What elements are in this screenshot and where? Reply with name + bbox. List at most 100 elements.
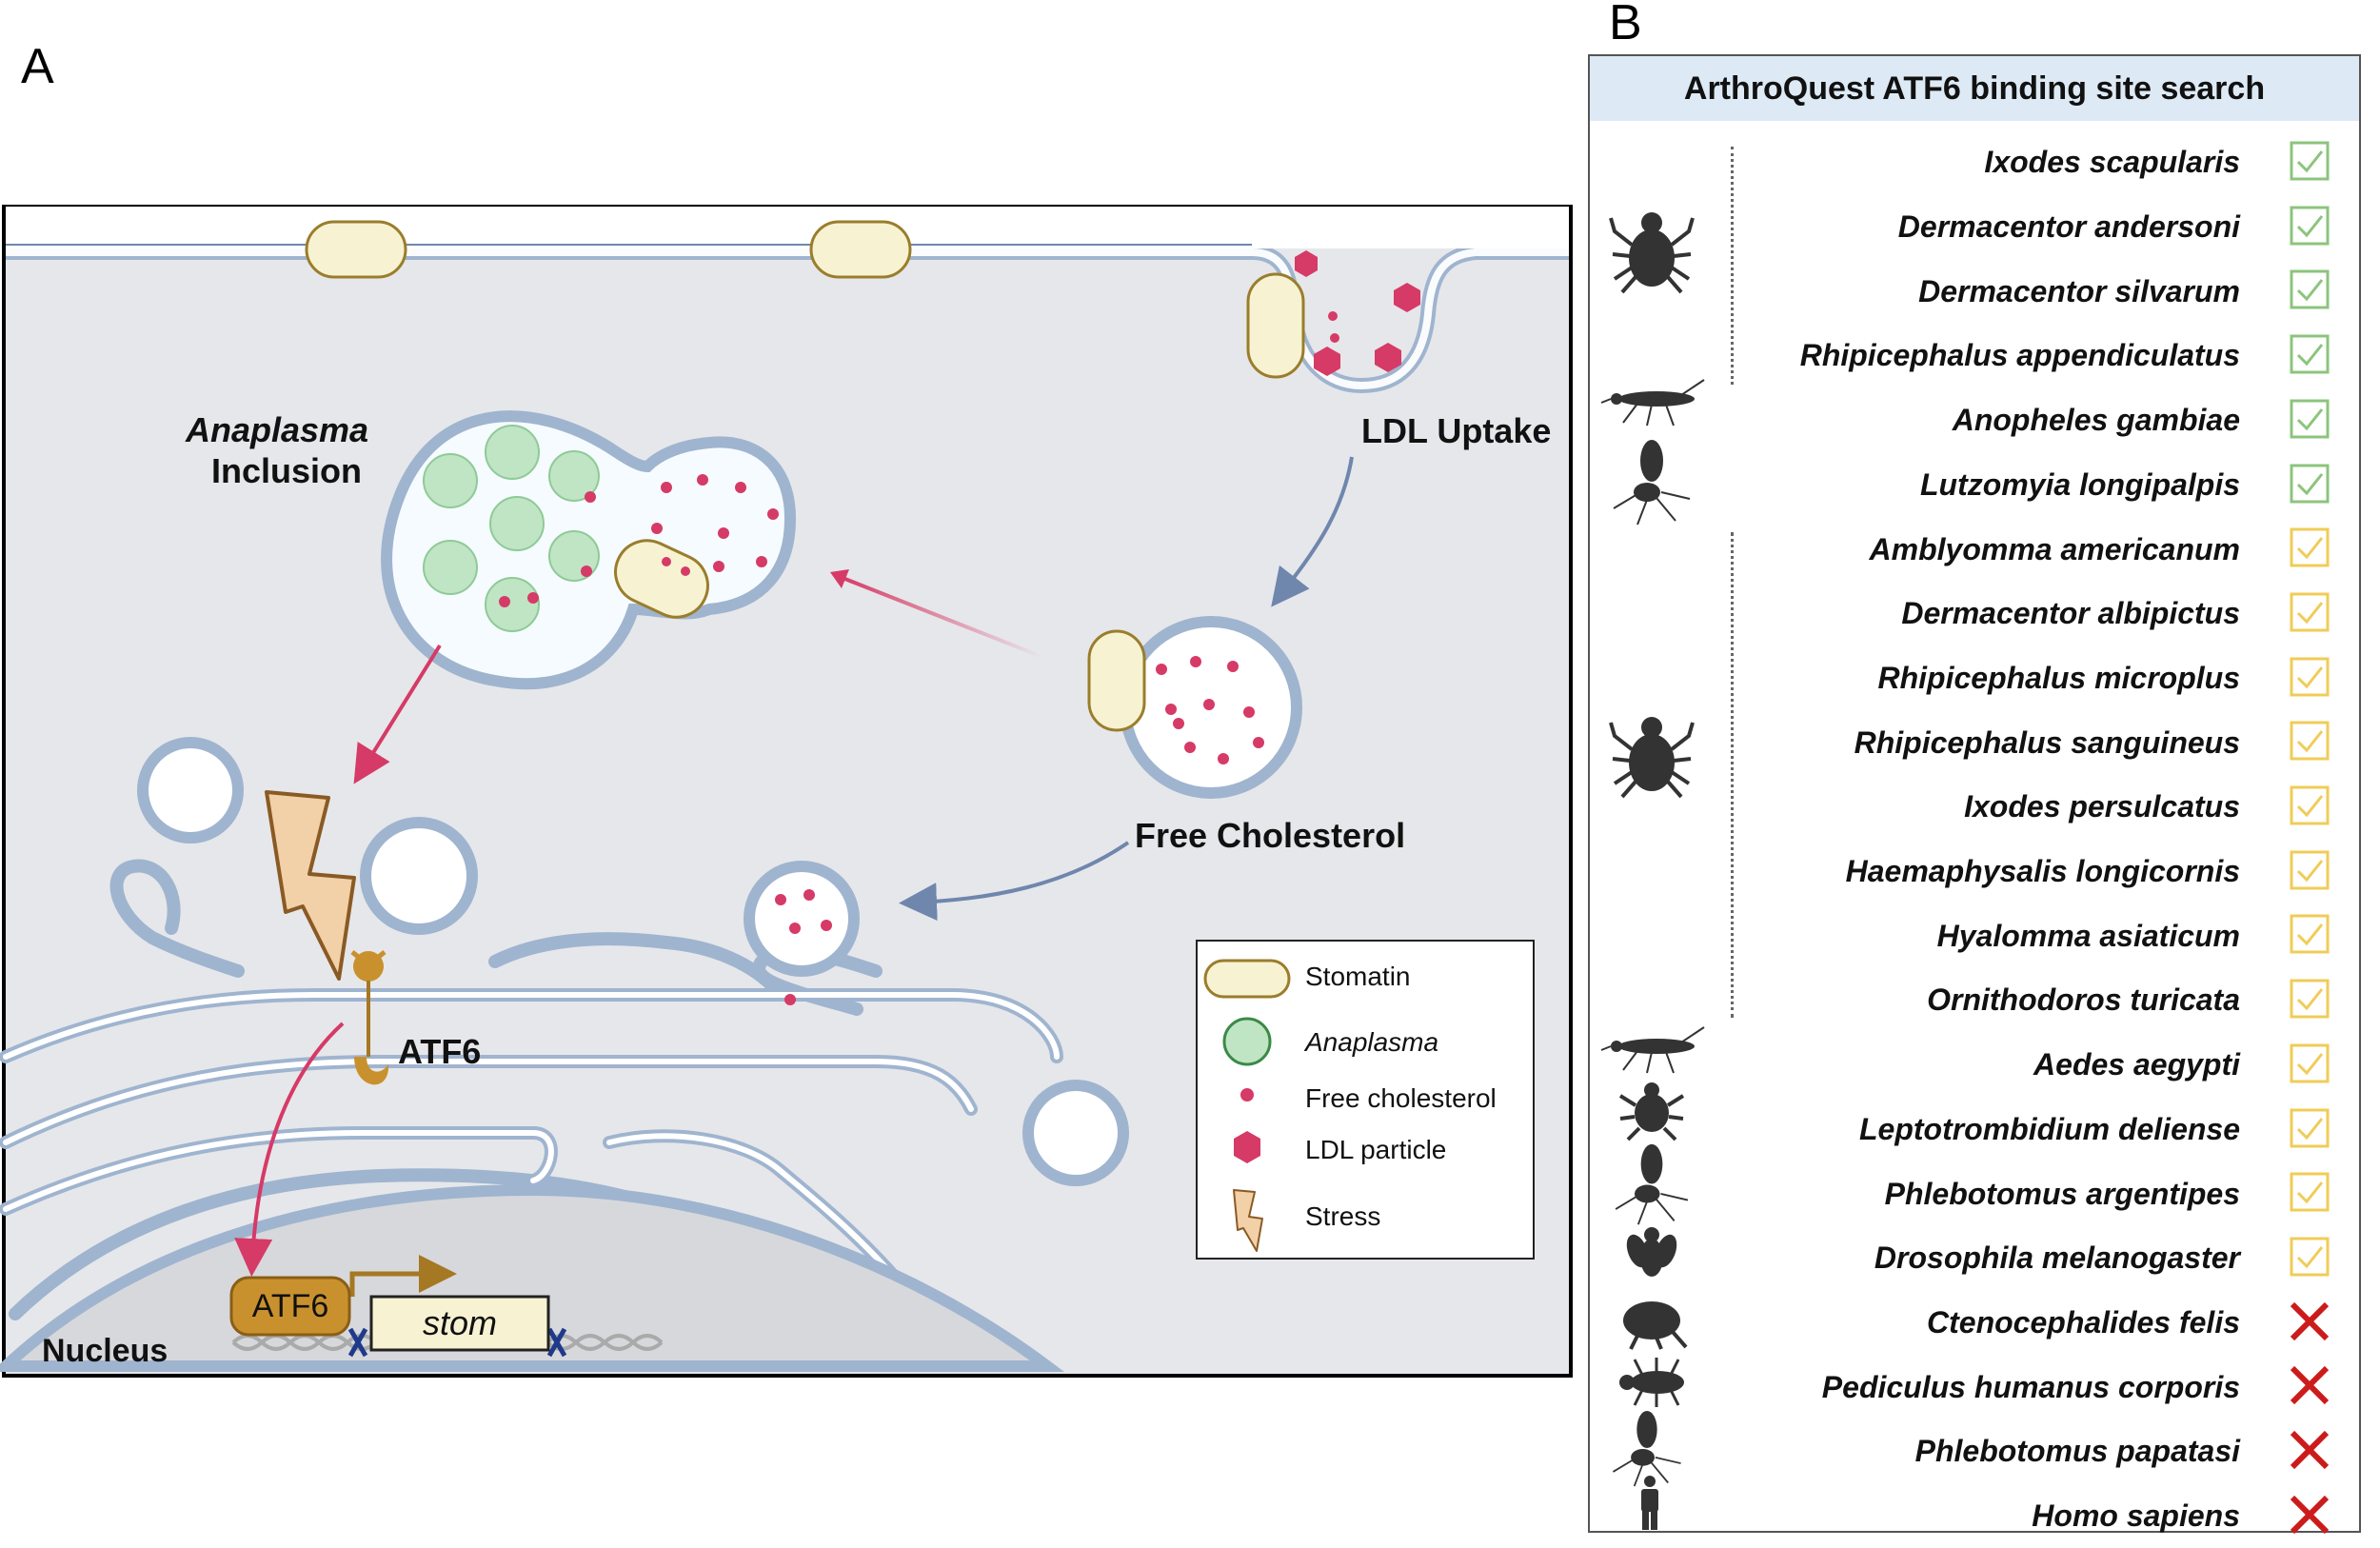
sandfly-icon: [1612, 1410, 1681, 1487]
species-name: Aedes aegypti: [2033, 1047, 2240, 1082]
cross-icon: [2290, 1301, 2330, 1340]
arrow-atf6-to-nucleus: [234, 1022, 345, 1277]
small-vesicle: [1022, 1080, 1129, 1186]
atf6-label: ATF6: [398, 1032, 481, 1071]
species-row: Dermacentor silvarum: [1590, 259, 2359, 324]
species-row: Ctenocephalides felis: [1590, 1291, 2359, 1356]
free-cholesterol-dot: [1330, 333, 1339, 343]
stress-bolt-icon: [1233, 1189, 1263, 1252]
species-name: Rhipicephalus appendiculatus: [1799, 338, 2240, 373]
species-row: Amblyomma americanum: [1590, 517, 2359, 582]
tick-icon: [1609, 212, 1695, 294]
er-lumen: [3, 992, 1060, 1355]
checkbox-yellow-icon: [2290, 721, 2330, 761]
species-name: Pediculus humanus corporis: [1821, 1369, 2240, 1404]
legend-label-ldl: LDL particle: [1305, 1135, 1446, 1164]
arrow-cholesterol-to-er: [899, 841, 1130, 922]
species-name: Ixodes persulcatus: [1964, 789, 2240, 824]
species-row: Phlebotomus papatasi: [1590, 1419, 2359, 1484]
species-row: Rhipicephalus microplus: [1590, 646, 2359, 711]
species-name: Amblyomma americanum: [1869, 531, 2240, 566]
mosquito-icon: [1600, 379, 1705, 427]
ldl-uptake-label: LDL Uptake: [1361, 411, 1551, 450]
species-row: Anopheles gambiae: [1590, 388, 2359, 453]
species-row: Drosophila melanogaster: [1590, 1226, 2359, 1291]
checkbox-green-icon: [2290, 141, 2330, 181]
free-cholesterol-dot: [1328, 311, 1338, 321]
atf6-bound-label: ATF6: [252, 1288, 329, 1324]
species-row: Leptotrombidium deliense: [1590, 1098, 2359, 1162]
species-row: Ixodes persulcatus: [1590, 775, 2359, 840]
table-title: ArthroQuest ATF6 binding site search: [1590, 56, 2359, 121]
mite-icon: [1618, 1082, 1685, 1141]
binding-site-table: ArthroQuest ATF6 binding site search Ixo…: [1588, 54, 2361, 1534]
species-name: Dermacentor silvarum: [1918, 273, 2240, 308]
species-name: Leptotrombidium deliense: [1858, 1111, 2240, 1146]
species-name: Ornithodoros turicata: [1927, 982, 2240, 1018]
checkbox-yellow-icon: [2290, 1237, 2330, 1277]
species-name: Homo sapiens: [2032, 1498, 2240, 1534]
checkbox-green-icon: [2290, 269, 2330, 309]
checkbox-green-icon: [2290, 206, 2330, 246]
species-name: Dermacentor andersoni: [1897, 209, 2240, 245]
er-cholesterol-bulge: [744, 861, 860, 977]
checkbox-yellow-icon: [2290, 914, 2330, 954]
checkbox-yellow-icon: [2290, 1172, 2330, 1212]
species-name: Anopheles gambiae: [1952, 403, 2240, 438]
stom-gene-label: stom: [423, 1303, 497, 1342]
vesicle-stomatin: [1087, 629, 1146, 732]
species-row: Lutzomyia longipalpis: [1590, 453, 2359, 518]
species-row: Homo sapiens: [1590, 1484, 2359, 1548]
checkbox-green-icon: [2290, 464, 2330, 503]
checkbox-yellow-icon: [2290, 527, 2330, 567]
inclusion-stomatin: [614, 539, 709, 619]
stomatin-icon: [1203, 959, 1291, 999]
membrane-stomatin-2: [809, 220, 912, 279]
legend-label-stomatin: Stomatin: [1305, 962, 1411, 991]
sandfly-icon: [1615, 1143, 1689, 1225]
free-cholesterol-label: Free Cholesterol: [1135, 816, 1405, 855]
checkbox-yellow-icon: [2290, 592, 2330, 632]
species-name: Lutzomyia longipalpis: [1919, 466, 2240, 502]
legend-label-free-cholesterol: Free cholesterol: [1305, 1083, 1497, 1113]
ldl-particle-icon: [1234, 1131, 1260, 1163]
species-row: Dermacentor andersoni: [1590, 195, 2359, 260]
species-name: Hyalomma asiaticum: [1936, 918, 2240, 953]
legend: Stomatin Anaplasma Free cholesterol LDL …: [1196, 940, 1535, 1260]
atf6-bound-box: [229, 1276, 351, 1337]
cross-icon: [2290, 1430, 2330, 1470]
species-row: Haemaphysalis longicornis: [1590, 840, 2359, 904]
checkbox-yellow-icon: [2290, 657, 2330, 697]
checkbox-yellow-icon: [2290, 785, 2330, 825]
species-name: Drosophila melanogaster: [1874, 1240, 2240, 1276]
small-vesicle: [360, 817, 478, 935]
checkbox-yellow-icon: [2290, 850, 2330, 890]
checkbox-green-icon: [2290, 334, 2330, 374]
species-row: Aedes aegypti: [1590, 1033, 2359, 1098]
ldl-particle: [1295, 250, 1318, 277]
ldl-particle: [1314, 347, 1340, 376]
sandfly-icon: [1613, 440, 1691, 526]
species-row: Hyalomma asiaticum: [1590, 903, 2359, 968]
inclusion-label-line2: Inclusion: [211, 451, 362, 490]
panel-a-letter: A: [21, 39, 54, 94]
checkbox-yellow-icon: [2290, 979, 2330, 1019]
species-name: Rhipicephalus sanguineus: [1854, 724, 2240, 760]
free-cholesterol-icon: [1240, 1088, 1254, 1101]
species-row: Pediculus humanus corporis: [1590, 1355, 2359, 1419]
tick-icon: [1609, 717, 1695, 799]
species-row: Ornithodoros turicata: [1590, 968, 2359, 1033]
species-name: Haemaphysalis longicornis: [1845, 854, 2240, 889]
species-name: Ixodes scapularis: [1984, 145, 2240, 180]
species-name: Phlebotomus argentipes: [1884, 1176, 2240, 1211]
mosquito-icon: [1600, 1026, 1705, 1074]
atf6-anchor: [354, 1057, 389, 1085]
pit-stomatin: [1246, 272, 1305, 379]
cross-icon: [2290, 1366, 2330, 1405]
species-row: Rhipicephalus sanguineus: [1590, 710, 2359, 775]
er-bulge-cholesterol-dots: [775, 889, 832, 1005]
species-name: Rhipicephalus microplus: [1877, 660, 2240, 695]
checkbox-yellow-icon: [2290, 1108, 2330, 1147]
fruit-fly-icon: [1626, 1227, 1677, 1277]
flea-icon: [1623, 1301, 1688, 1350]
